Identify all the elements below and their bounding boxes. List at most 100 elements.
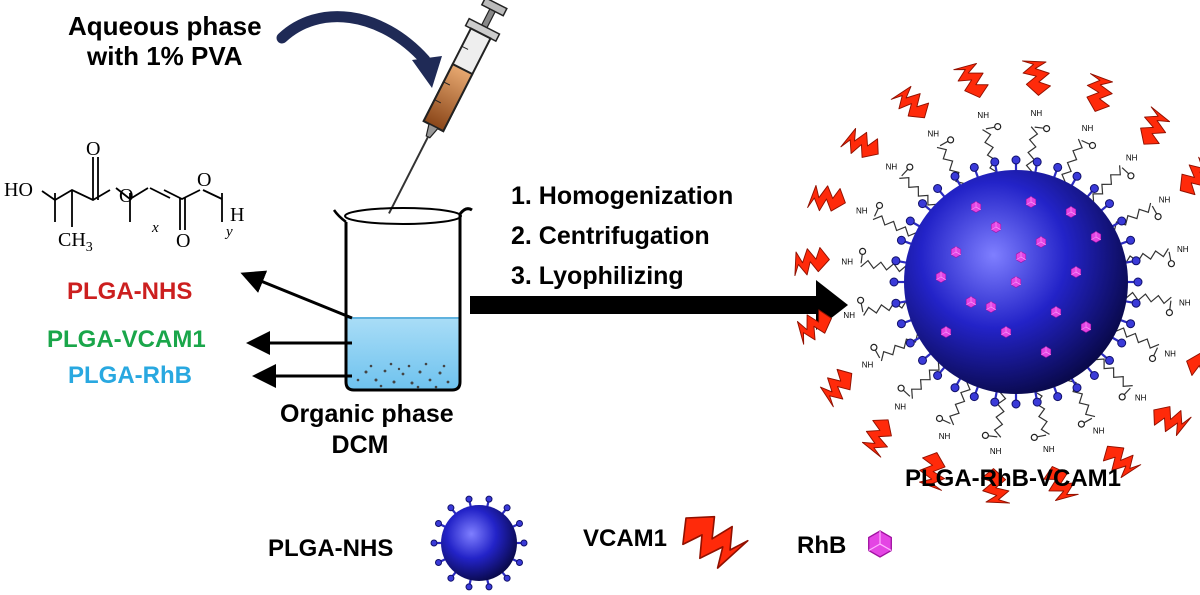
spike-tip [1117, 338, 1127, 348]
vcam-antibody [799, 174, 850, 223]
linker-oxygen-dot [875, 201, 884, 210]
linker-oxygen-dot [857, 296, 865, 304]
linker-oxygen-dot [935, 414, 944, 423]
oxygen-label-3: O [176, 230, 191, 252]
strand-19: NH [1104, 156, 1200, 233]
spike-tip [1131, 256, 1141, 266]
spike-tip [1032, 157, 1042, 167]
spike-tip [889, 277, 899, 287]
linker-nh-label: NH [841, 258, 853, 267]
linker-oxygen-dot [994, 123, 1002, 131]
linker-nh-label: NH [1093, 427, 1105, 436]
linker-nh-label: NH [1082, 124, 1094, 133]
vcam-antibody [947, 56, 994, 100]
oxygen-label-2: O [119, 185, 134, 207]
spike-tip [950, 171, 960, 181]
spike-tip [918, 199, 927, 209]
vcam-antibody [1179, 156, 1200, 196]
vcam-antibody [1149, 399, 1196, 442]
linker-nh-label: NH [977, 111, 989, 120]
strand-18: NH [1084, 102, 1176, 205]
spike-tip [503, 504, 511, 512]
spike-tip [503, 574, 511, 582]
strand-17: NH [1056, 65, 1124, 187]
rhb-dot [1040, 346, 1052, 358]
linker-nh-label: NH [990, 447, 1002, 456]
product-label: PLGA-RhB-VCAM1 [905, 465, 1121, 492]
spike-tip [990, 397, 1000, 407]
syringe-icon [388, 0, 508, 214]
plga-rhb-label: PLGA-RhB [68, 362, 192, 389]
rhb-dot [970, 201, 982, 213]
spike-tip [1105, 355, 1114, 365]
linker-nh-label: NH [1126, 153, 1138, 162]
rhb-dot [1080, 321, 1092, 333]
linker-oxygen-dot [1148, 354, 1157, 363]
strand-11: NH [783, 237, 913, 287]
linker-oxygen-dot [1043, 125, 1051, 133]
rhb-dot [1000, 326, 1012, 338]
spike-tip [1053, 162, 1063, 172]
strand-16: NH [1011, 49, 1061, 179]
linker-oxygen-dot [981, 431, 990, 439]
linker-oxygen-dot [897, 384, 905, 392]
spike-tip [516, 559, 523, 566]
plga-nhs-label: PLGA-NHS [67, 278, 193, 305]
spike-tip [1131, 298, 1141, 308]
rhb-dot [1065, 206, 1077, 218]
spike-tip [465, 495, 473, 503]
spike-tip [918, 355, 927, 365]
linker-nh-label: NH [1164, 350, 1176, 359]
linker-nh-label: NH [843, 311, 855, 320]
rhb-dot [985, 301, 997, 313]
strand-3: NH [1093, 350, 1196, 442]
spike-tip [435, 559, 442, 566]
rhb-dot [990, 221, 1002, 233]
linker-oxygen-dot [1154, 212, 1162, 221]
spike-tip [896, 235, 906, 245]
aqueous-label-2: with 1% PVA [87, 41, 243, 71]
curved-arrow [276, 11, 431, 66]
spike-tip [516, 520, 523, 527]
linker-nh-label: NH [1135, 394, 1147, 403]
spike-tip [485, 583, 493, 591]
vcam-antibody [1011, 49, 1061, 99]
rhb-dot [1050, 306, 1062, 318]
legend-particle-icon [430, 495, 528, 591]
linker-oxygen-dot [1030, 433, 1038, 441]
spike-tip [969, 162, 979, 172]
spike-tip [1072, 383, 1082, 393]
spike-tip [1032, 397, 1042, 407]
spike-tip [905, 216, 915, 226]
linker-nh-label: NH [928, 130, 940, 139]
linker-nh-label: NH [862, 361, 874, 370]
step-1: 1. Homogenization [511, 182, 734, 210]
rhb-dot [1035, 236, 1047, 248]
linker-oxygen-dot [1077, 420, 1086, 428]
vcam-antibody [1075, 65, 1124, 116]
linker-nh-label: NH [939, 432, 951, 441]
linker-nh-label: NH [856, 207, 868, 216]
spike-tip [1117, 216, 1127, 226]
linker-oxygen-dot [859, 247, 867, 256]
linker-nh-label: NH [1179, 298, 1191, 307]
vcam-antibody [1133, 102, 1176, 149]
strand-4: NH [1065, 370, 1142, 479]
spike-tip [950, 383, 960, 393]
rhb-dot [1015, 251, 1027, 263]
subscript-x: x [152, 220, 159, 236]
subscript-y: y [226, 224, 233, 240]
spike-tip [1105, 199, 1114, 209]
legend-rhb-icon [868, 530, 892, 558]
vcam-antibody [890, 85, 930, 119]
vcam-antibody [783, 237, 833, 287]
spike-tip [933, 371, 943, 380]
strand-9: NH [819, 331, 928, 408]
legend-vcam-label: VCAM1 [583, 525, 668, 552]
linker-nh-label: NH [1177, 245, 1189, 254]
linker-oxygen-dot [1118, 393, 1126, 401]
strand-12: NH [799, 174, 921, 242]
curved-arrow-head [412, 56, 442, 88]
